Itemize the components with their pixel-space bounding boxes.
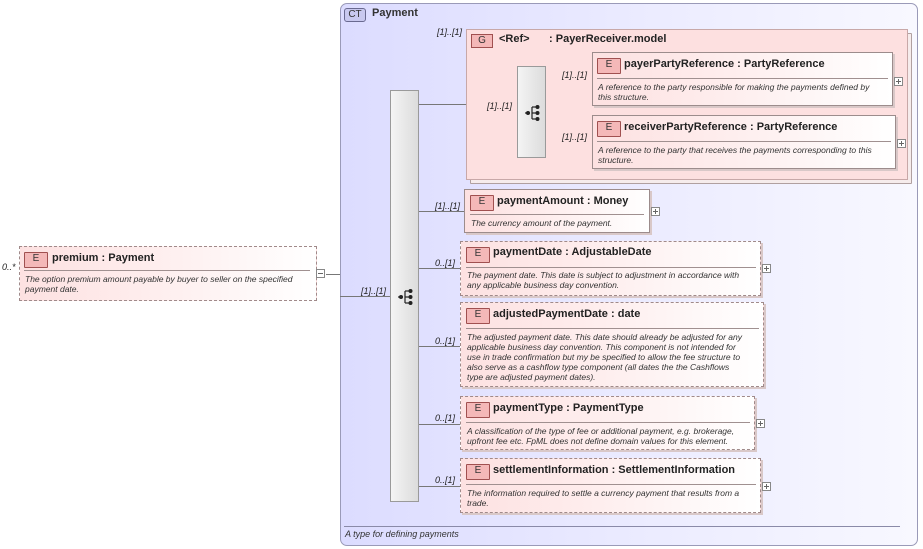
connector-seq-to-group bbox=[419, 104, 466, 105]
element-separator bbox=[466, 422, 750, 423]
expand-toggle-payment-amount[interactable] bbox=[651, 207, 660, 216]
cardinality-payment-amount: [1]..[1] bbox=[435, 201, 461, 211]
group-badge: G bbox=[471, 34, 493, 48]
element-documentation: The option premium amount payable by buy… bbox=[25, 274, 293, 294]
element-badge: E bbox=[466, 308, 490, 324]
expand-toggle-payer-party-reference[interactable] bbox=[894, 77, 903, 86]
group-ref-label: <Ref> bbox=[499, 33, 530, 45]
element-badge: E bbox=[466, 247, 490, 263]
element-name: premium : Payment bbox=[52, 252, 155, 264]
element-payment-amount[interactable]: E paymentAmount : Money The currency amo… bbox=[464, 189, 650, 233]
sequence-compositor[interactable] bbox=[390, 90, 419, 502]
cardinality-payer-party-reference: [1]..[1] bbox=[562, 70, 588, 80]
element-badge: E bbox=[597, 121, 621, 137]
sequence-icon bbox=[525, 105, 540, 121]
element-receiver-party-reference[interactable]: E receiverPartyReference : PartyReferenc… bbox=[592, 115, 896, 169]
element-adjusted-payment-date[interactable]: E adjustedPaymentDate : date The adjuste… bbox=[460, 302, 764, 387]
element-name: paymentType : PaymentType bbox=[493, 402, 644, 414]
connector-seq-to-settlement-information bbox=[419, 486, 460, 487]
complex-type-documentation: A type for defining payments bbox=[345, 529, 459, 539]
element-name: paymentDate : AdjustableDate bbox=[493, 246, 652, 258]
cardinality-settlement-information: 0..[1] bbox=[435, 475, 456, 485]
element-documentation: The adjusted payment date. This date sho… bbox=[467, 332, 743, 382]
cardinality-group: [1]..[1] bbox=[437, 27, 463, 37]
cardinality-payment-date: 0..[1] bbox=[435, 258, 456, 268]
group-type: : PayerReceiver.model bbox=[549, 33, 667, 45]
connector-root-to-seq bbox=[326, 274, 340, 275]
collapse-toggle-premium[interactable] bbox=[316, 269, 325, 278]
element-name: payerPartyReference : PartyReference bbox=[624, 58, 825, 70]
group-sequence-compositor[interactable] bbox=[517, 66, 546, 158]
cardinality-adjusted-payment-date: 0..[1] bbox=[435, 336, 456, 346]
element-settlement-information[interactable]: E settlementInformation : SettlementInfo… bbox=[460, 458, 761, 513]
element-separator bbox=[597, 78, 888, 79]
connector-seq-to-payment-date bbox=[419, 268, 460, 269]
cardinality-sequence: [1]..[1] bbox=[361, 286, 387, 296]
complex-type-separator bbox=[344, 526, 900, 527]
element-documentation: A reference to the party responsible for… bbox=[598, 82, 870, 102]
expand-toggle-payment-type[interactable] bbox=[756, 419, 765, 428]
cardinality-premium: 0..* bbox=[2, 262, 16, 272]
element-badge: E bbox=[466, 464, 490, 480]
element-separator bbox=[466, 267, 756, 268]
element-premium[interactable]: E premium : Payment The option premium a… bbox=[19, 246, 317, 301]
element-documentation: The information required to settle a cur… bbox=[467, 488, 740, 508]
expand-toggle-receiver-party-reference[interactable] bbox=[897, 139, 906, 148]
element-payment-date[interactable]: E paymentDate : AdjustableDate The payme… bbox=[460, 241, 761, 296]
element-payer-party-reference[interactable]: E payerPartyReference : PartyReference A… bbox=[592, 52, 893, 106]
element-badge: E bbox=[597, 58, 621, 74]
element-name: adjustedPaymentDate : date bbox=[493, 308, 641, 320]
complex-type-name: Payment bbox=[372, 7, 418, 19]
element-separator bbox=[24, 270, 310, 271]
expand-toggle-payment-date[interactable] bbox=[762, 264, 771, 273]
element-payment-type[interactable]: E paymentType : PaymentType A classifica… bbox=[460, 396, 755, 450]
element-name: receiverPartyReference : PartyReference bbox=[624, 121, 838, 133]
cardinality-receiver-party-reference: [1]..[1] bbox=[562, 132, 588, 142]
element-badge: E bbox=[466, 402, 490, 418]
element-documentation: A reference to the party that receives t… bbox=[598, 145, 872, 165]
element-documentation: The currency amount of the payment. bbox=[471, 218, 613, 228]
sequence-icon bbox=[398, 289, 413, 305]
complex-type-badge: CT bbox=[344, 8, 366, 22]
element-documentation: The payment date. This date is subject t… bbox=[467, 270, 740, 290]
connector-seq-to-adjusted-payment-date bbox=[419, 346, 460, 347]
element-name: paymentAmount : Money bbox=[497, 195, 629, 207]
element-separator bbox=[597, 141, 891, 142]
element-documentation: A classification of the type of fee or a… bbox=[467, 426, 735, 446]
connector-ct-to-seq bbox=[340, 296, 390, 297]
connector-seq-to-payment-amount bbox=[419, 211, 464, 212]
element-separator bbox=[470, 214, 644, 215]
cardinality-group-sequence: [1]..[1] bbox=[487, 101, 513, 111]
expand-toggle-settlement-information[interactable] bbox=[762, 482, 771, 491]
element-name: settlementInformation : SettlementInform… bbox=[493, 464, 736, 476]
element-separator bbox=[466, 484, 756, 485]
element-separator bbox=[466, 328, 759, 329]
element-badge: E bbox=[24, 252, 48, 268]
connector-seq-to-payment-type bbox=[419, 424, 460, 425]
cardinality-payment-type: 0..[1] bbox=[435, 413, 456, 423]
element-badge: E bbox=[470, 195, 494, 211]
